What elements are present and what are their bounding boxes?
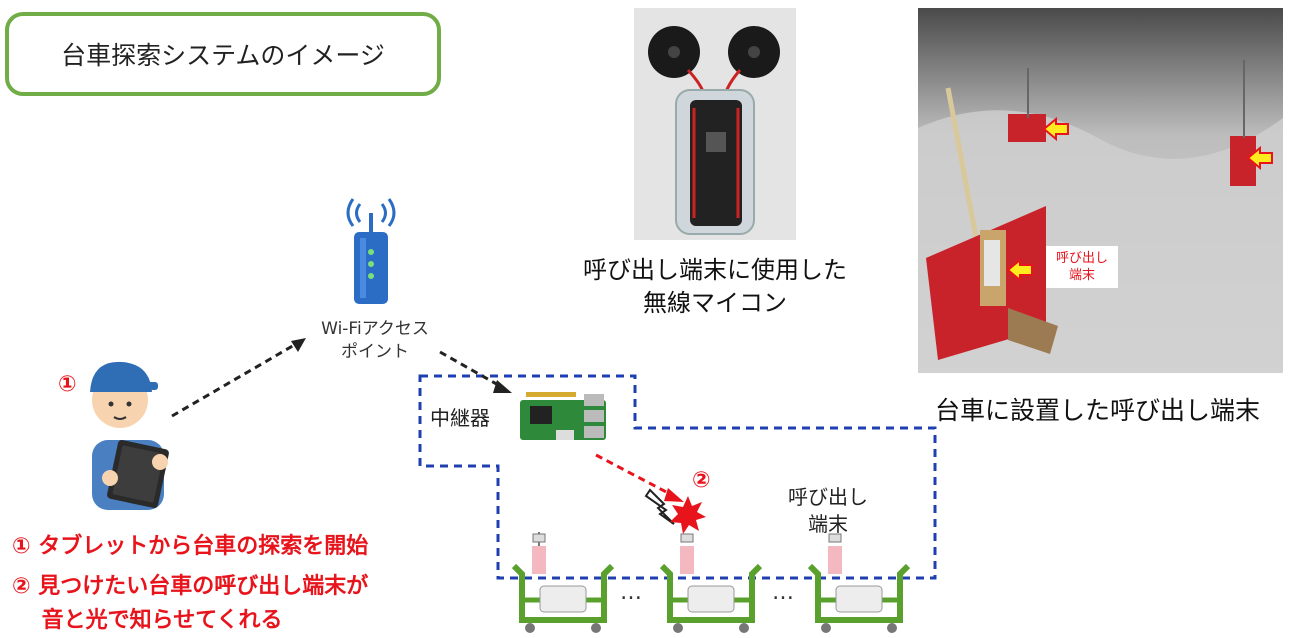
arrow-relay-to-terminal (595, 453, 684, 502)
arrow-ap-to-relay (439, 350, 512, 393)
cart-terminal-caption: 台車に設置した呼び出し端末 (934, 396, 1260, 425)
step-2-text: ② 見つけたい台車の呼び出し端末が 音と光で知らせてくれる (12, 574, 369, 633)
relay-board (520, 392, 606, 440)
step2-marker: ② (692, 468, 711, 493)
call-terminal-label: 呼び出し 端末 (788, 485, 868, 536)
arrow-worker-to-ap (171, 338, 306, 418)
ellipsis-1: … (620, 580, 642, 605)
ellipsis-2: … (772, 580, 794, 605)
step-1-text: ① タブレットから台車の探索を開始 (12, 534, 369, 559)
microcontroller-image (634, 8, 796, 240)
step1-marker: ① (58, 372, 77, 397)
access-point-device (346, 198, 396, 304)
cart-3 (807, 533, 911, 633)
microcontroller-caption: 呼び出し端末に使用した 無線マイコン (583, 256, 847, 317)
cart-2 (659, 533, 763, 633)
signal-lightning-icon (644, 488, 675, 525)
relay-label: 中継器 (430, 406, 490, 430)
cart-terminal-image (918, 8, 1283, 373)
cart-terminal-photo: 呼び出し 端末 (918, 8, 1283, 373)
worker-illustration (90, 361, 169, 510)
microcontroller-photo (634, 8, 796, 240)
relay-zone-outline (418, 374, 937, 580)
diagram-title: 台車探索システムのイメージ (61, 41, 385, 70)
title-box: 台車探索システムのイメージ (5, 12, 441, 96)
cart-terminal-tag: 呼び出し 端末 (1046, 246, 1118, 288)
access-point-label: Wi-Fiアクセス ポイント (321, 319, 429, 362)
alert-burst-icon (670, 496, 706, 534)
cart-1 (511, 532, 615, 633)
